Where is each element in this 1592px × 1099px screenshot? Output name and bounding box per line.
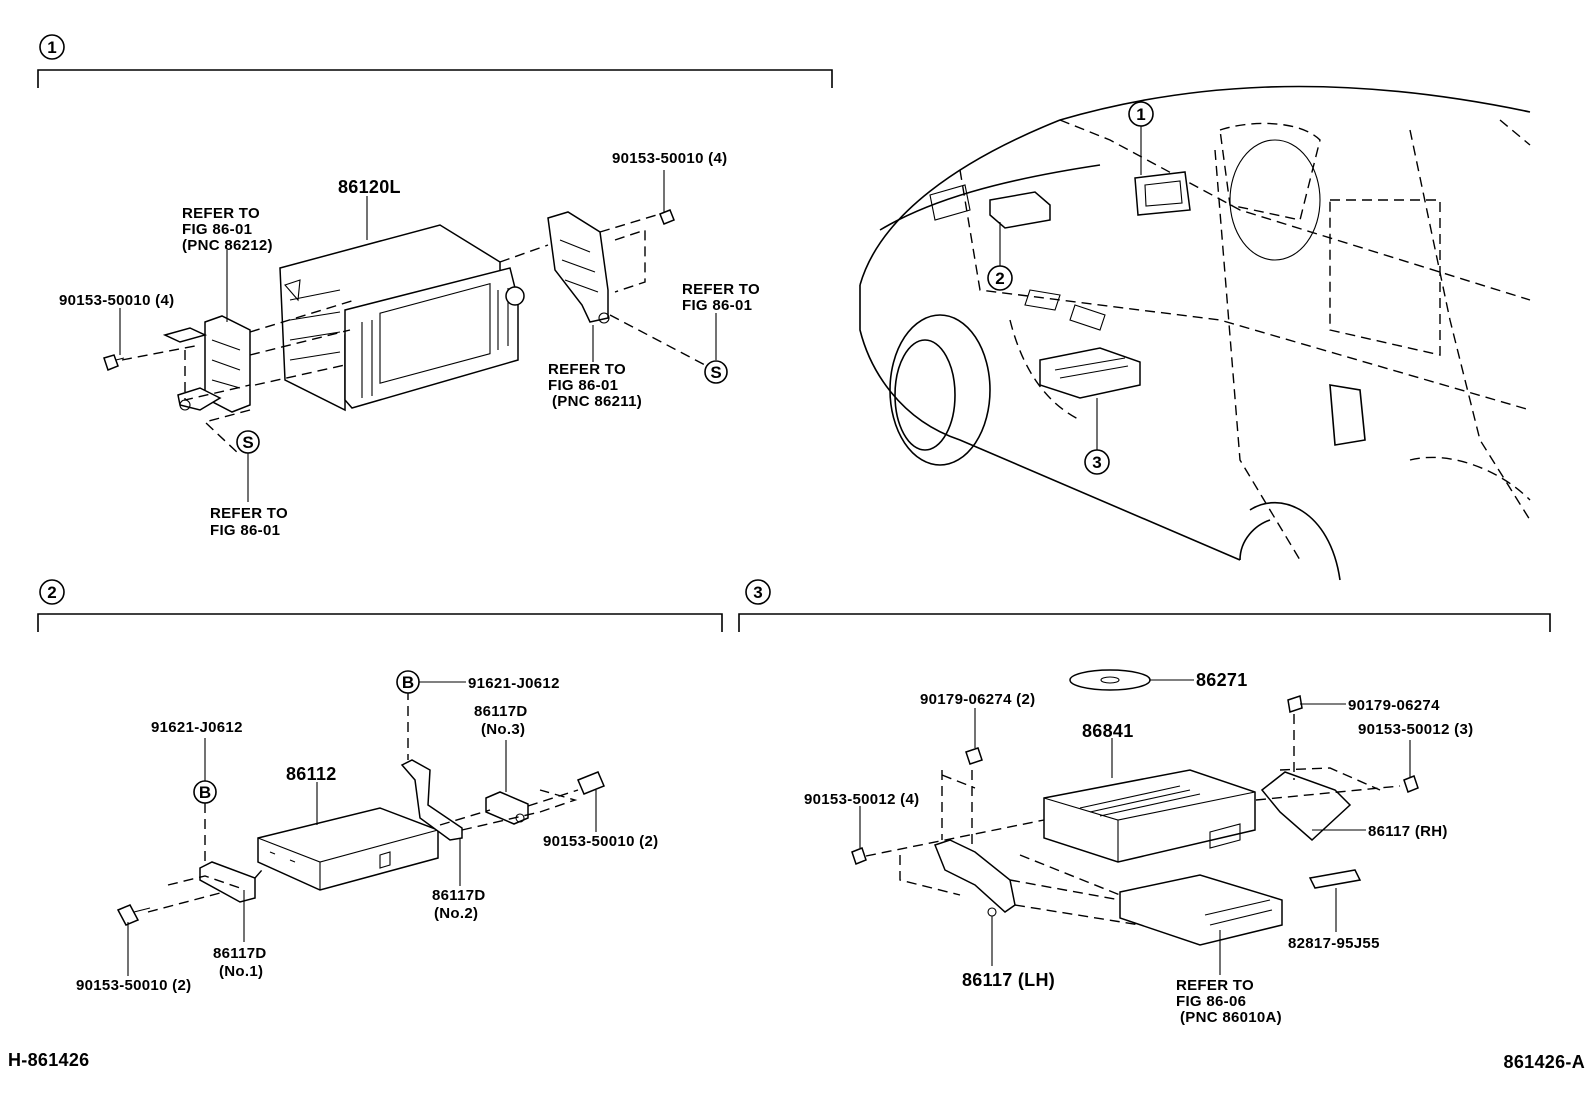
section-3-bracket-line xyxy=(738,613,1551,632)
refer-mid-line3: (PNC 86211) xyxy=(552,393,642,410)
section-2-callout: 2 xyxy=(39,579,65,605)
bolt-left-2-icon xyxy=(116,904,151,926)
section-1: 1 xyxy=(37,34,833,539)
nut-right-icon xyxy=(1287,695,1303,713)
refer-bottom-line1: REFER TO xyxy=(210,505,288,522)
refer-left-line2: FIG 86-01 xyxy=(182,221,252,238)
bracket-lh xyxy=(934,839,1016,917)
vehicle-view: 1 2 3 xyxy=(859,85,1531,581)
vehicle-module-2 xyxy=(989,191,1051,229)
left-mounting-bracket xyxy=(162,315,251,413)
section-3: 3 xyxy=(738,579,1551,1026)
refer-right-line2: FIG 86-01 xyxy=(682,297,752,314)
label-bracket-no1-line2: (No.1) xyxy=(219,963,263,980)
footer-left-code: H-861426 xyxy=(8,1050,89,1070)
label-bracket-no1-line1: 86117D xyxy=(213,945,267,962)
svg-text:B: B xyxy=(402,673,414,692)
refer-left-line3: (PNC 86212) xyxy=(182,237,273,254)
svg-text:3: 3 xyxy=(1092,453,1101,472)
label-plate: 82817-95J55 xyxy=(1288,935,1380,952)
label-86120L: 86120L xyxy=(338,177,401,197)
refer-bottom-line2: FIG 86-01 xyxy=(210,522,280,539)
svg-text:S: S xyxy=(242,433,253,452)
disc-86271-icon xyxy=(1069,669,1151,691)
label-bracket-lh: 86117 (LH) xyxy=(962,970,1055,990)
right-mounting-bracket xyxy=(547,211,610,324)
vehicle-callout-3: 3 xyxy=(1084,449,1110,475)
section-1-callout: 1 xyxy=(39,34,65,60)
svg-text:3: 3 xyxy=(753,583,762,602)
label-plate-icon xyxy=(1308,869,1362,889)
bracket-no2 xyxy=(400,759,463,841)
b-mark-left: B xyxy=(193,780,217,804)
label-nut-left: 90179-06274 (2) xyxy=(920,691,1035,708)
refer-3-line3: (PNC 86010A) xyxy=(1180,1009,1282,1026)
label-nut-right: 90179-06274 xyxy=(1348,697,1440,714)
head-unit-86120L xyxy=(279,224,525,412)
vehicle-module-3 xyxy=(1039,347,1141,399)
module-86112 xyxy=(257,807,439,891)
refer-3-line2: FIG 86-06 xyxy=(1176,993,1246,1010)
label-bracket-no2-line2: (No.2) xyxy=(434,905,478,922)
section-1-bracket-line xyxy=(37,69,833,88)
label-bolt-left-2: 90153-50010 (2) xyxy=(76,977,191,994)
svg-text:2: 2 xyxy=(995,269,1004,288)
bolt-right-icon xyxy=(659,209,675,225)
label-bolt-right-2: 90153-50010 (2) xyxy=(543,833,658,850)
svg-text:2: 2 xyxy=(47,583,56,602)
section-2: 2 B xyxy=(37,579,723,994)
refer-mid-line2: FIG 86-01 xyxy=(548,377,618,394)
svg-text:B: B xyxy=(199,783,211,802)
svg-text:1: 1 xyxy=(1136,105,1145,124)
b-mark-top: B xyxy=(396,670,420,694)
label-bolt-left-3: 90153-50012 (4) xyxy=(804,791,919,808)
label-86112: 86112 xyxy=(286,764,337,784)
label-bracket-rh: 86117 (RH) xyxy=(1368,823,1448,840)
footer-right-code: 861426-A xyxy=(1504,1052,1585,1072)
label-bracket-no2-line1: 86117D xyxy=(432,887,486,904)
svg-text:1: 1 xyxy=(47,38,56,57)
bolt-left-icon xyxy=(103,354,125,371)
label-86271: 86271 xyxy=(1196,670,1248,690)
s-mark-right: S xyxy=(704,360,728,384)
vehicle-callout-1: 1 xyxy=(1128,101,1154,127)
label-bolt-right-3: 90153-50012 (3) xyxy=(1358,721,1473,738)
vehicle-callout-2: 2 xyxy=(987,265,1013,291)
refer-left-line1: REFER TO xyxy=(182,205,260,222)
module-86010A xyxy=(1119,874,1283,946)
svg-text:S: S xyxy=(710,363,721,382)
bolt-right-3-icon xyxy=(1403,775,1419,793)
section-3-callout: 3 xyxy=(745,579,771,605)
label-bolt-left: 90153-50010 (4) xyxy=(59,292,174,309)
refer-mid-line1: REFER TO xyxy=(548,361,626,378)
label-screw-top: 91621-J0612 xyxy=(468,675,560,692)
bracket-no1 xyxy=(199,861,256,903)
refer-right-line1: REFER TO xyxy=(682,281,760,298)
label-86841: 86841 xyxy=(1082,721,1134,741)
bracket-no3 xyxy=(485,791,529,825)
module-86841 xyxy=(1043,769,1256,863)
label-bolt-right: 90153-50010 (4) xyxy=(612,150,727,167)
nut-left-icon xyxy=(965,747,983,765)
bracket-rh xyxy=(1260,771,1352,842)
section-2-bracket-line xyxy=(37,613,723,632)
refer-3-line1: REFER TO xyxy=(1176,977,1254,994)
label-bracket-no3-line2: (No.3) xyxy=(481,721,525,738)
label-bracket-no3-line1: 86117D xyxy=(474,703,528,720)
label-screw-left: 91621-J0612 xyxy=(151,719,243,736)
s-mark-bottom: S xyxy=(236,430,260,454)
bolt-right-2-icon xyxy=(577,771,605,795)
vehicle-head-unit xyxy=(1134,171,1191,216)
bolt-left-3-icon xyxy=(851,847,867,865)
